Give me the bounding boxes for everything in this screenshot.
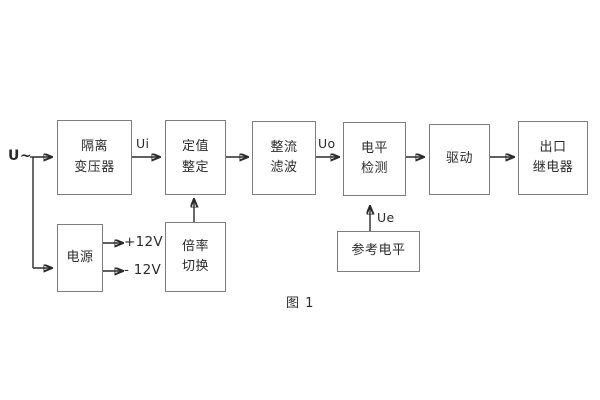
label-ui: Ui bbox=[136, 136, 150, 151]
block-line: 隔离 bbox=[80, 139, 108, 155]
block-line: 滤波 bbox=[270, 160, 298, 175]
block-level-detect[interactable]: 电平 检测 bbox=[343, 122, 406, 196]
label-minus-12v: - 12V bbox=[124, 262, 162, 278]
block-line: 出口 bbox=[539, 139, 567, 155]
block-rectify-filter[interactable]: 整流 滤波 bbox=[252, 121, 316, 195]
label-plus-12v: +12V bbox=[124, 234, 163, 250]
block-line: 电平 bbox=[360, 140, 388, 156]
block-line: 切换 bbox=[181, 259, 209, 274]
figure-caption: 图 1 bbox=[286, 296, 315, 311]
label-ue: Ue bbox=[377, 210, 395, 225]
block-output-relay[interactable]: 出口 继电器 bbox=[518, 121, 588, 195]
block-line: 变压器 bbox=[74, 159, 115, 175]
block-line: 定值 bbox=[181, 139, 209, 155]
label-source-voltage: U~ bbox=[8, 148, 33, 164]
block-line: 电源 bbox=[66, 249, 94, 265]
block-line: 整流 bbox=[270, 139, 298, 155]
block-power-supply[interactable]: 电源 bbox=[57, 224, 103, 292]
block-line: 驱动 bbox=[445, 151, 473, 167]
block-line: 倍率 bbox=[181, 238, 209, 254]
block-isolation-transformer[interactable]: 隔离 变压器 bbox=[57, 120, 132, 195]
block-line: 继电器 bbox=[532, 160, 574, 175]
block-drive[interactable]: 驱动 bbox=[429, 124, 490, 195]
block-setpoint-adjust[interactable]: 定值 整定 bbox=[165, 120, 226, 195]
block-line: 参考电平 bbox=[351, 243, 406, 259]
block-line: 检测 bbox=[360, 161, 388, 176]
block-line: 整定 bbox=[181, 159, 209, 175]
block-reference-level[interactable]: 参考电平 bbox=[337, 231, 420, 272]
block-multiplier-switch[interactable]: 倍率 切换 bbox=[165, 222, 226, 292]
label-uo: Uo bbox=[318, 136, 336, 151]
